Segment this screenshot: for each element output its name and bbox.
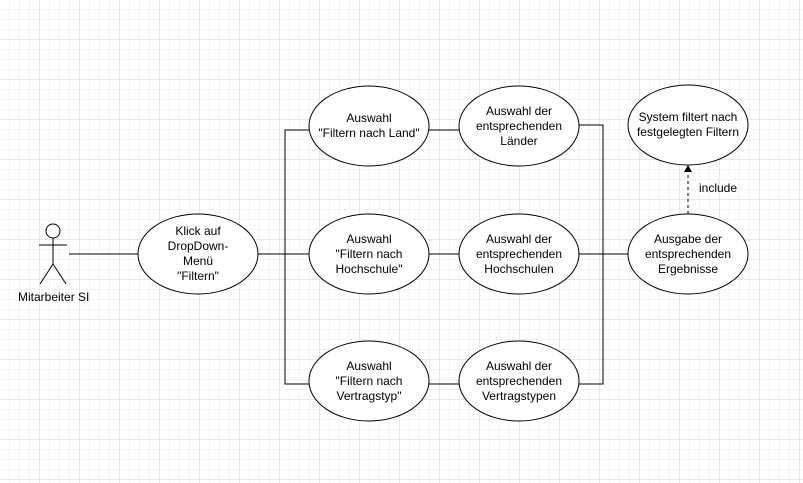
usecase-filter-vertragstyp xyxy=(308,340,430,422)
actor-stick-figure-icon xyxy=(39,223,67,285)
usecase-filter-hochschule xyxy=(308,213,430,295)
usecase-select-vertragstypen xyxy=(458,340,580,422)
usecase-filter-land xyxy=(308,85,430,167)
connectors xyxy=(69,124,628,385)
usecase-select-hochschulen xyxy=(458,213,580,295)
use-case-ellipses xyxy=(137,84,749,422)
include-label: include xyxy=(699,181,738,195)
usecase-select-laender xyxy=(458,85,580,167)
include-arrowhead xyxy=(684,165,692,172)
branch-to-land-line xyxy=(284,129,309,385)
usecase-system-filter xyxy=(627,84,749,166)
usecase-click-dropdown xyxy=(137,213,259,295)
actor-label: Mitarbeiter SI xyxy=(18,290,90,304)
usecase-output-results xyxy=(627,213,749,295)
